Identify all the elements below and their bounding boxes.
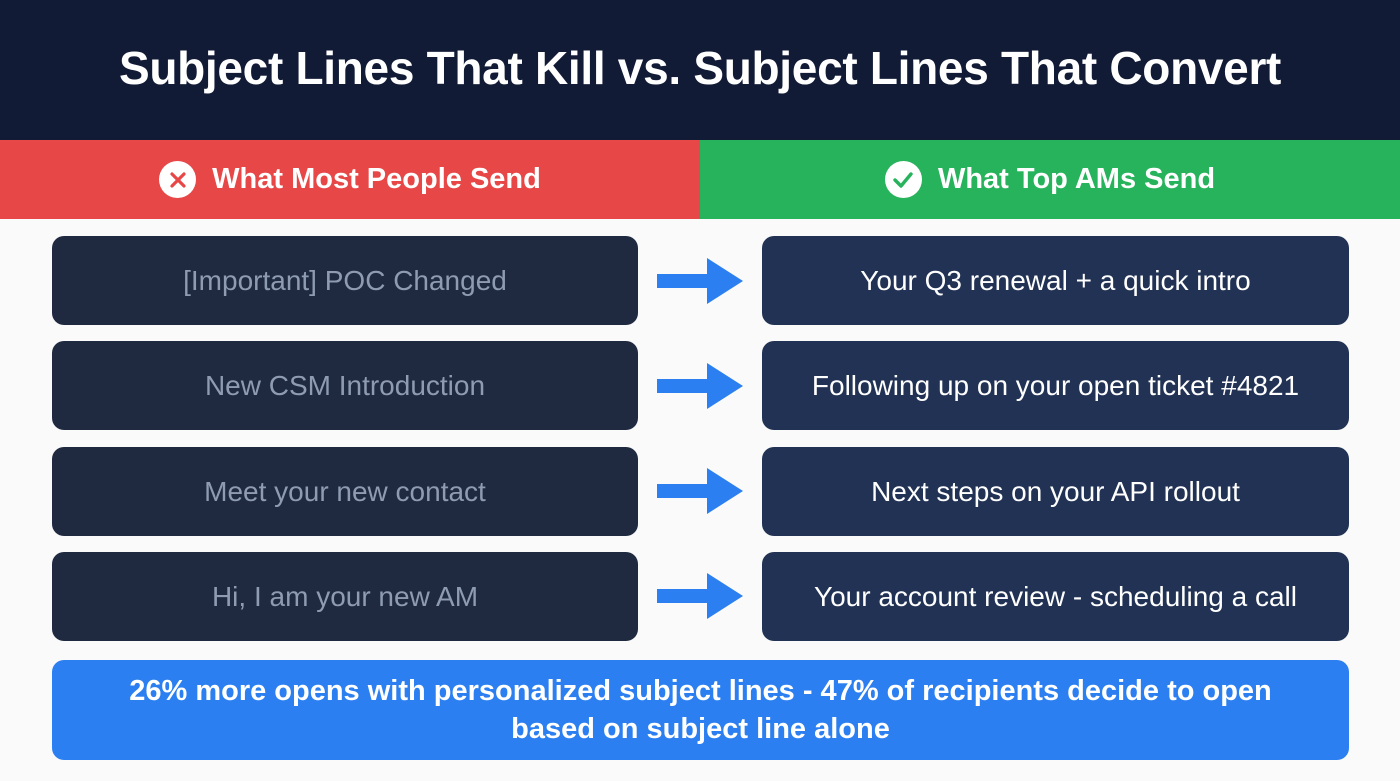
good-subject-text: Next steps on your API rollout: [871, 475, 1240, 507]
arrow-right-icon: [657, 258, 743, 304]
arrow-right-icon: [657, 468, 743, 514]
bad-subject-line: Meet your new contact: [52, 447, 638, 536]
good-subject-text: Your Q3 renewal + a quick intro: [860, 264, 1251, 296]
bad-subject-text: Meet your new contact: [204, 475, 486, 507]
check-circle-icon: [884, 161, 922, 198]
good-subject-text: Your account review - scheduling a call: [813, 580, 1297, 612]
bad-subject-text: Hi, I am your new AM: [211, 580, 479, 612]
bad-subject-text: New CSM Introduction: [204, 369, 486, 401]
title-banner: Subject Lines That Kill vs. Subject Line…: [0, 0, 1400, 140]
bad-subject-line: [Important] POC Changed: [52, 236, 638, 325]
column-header-good: What Top AMs Send: [700, 140, 1400, 219]
arrow-right-icon: [657, 573, 743, 619]
good-subject-line: Next steps on your API rollout: [762, 447, 1349, 536]
arrow-right-icon: [657, 363, 743, 409]
column-header-bad-label: What Most People Send: [212, 163, 541, 195]
bad-subject-text: [Important] POC Changed: [183, 264, 507, 296]
good-subject-line: Following up on your open ticket #4821: [762, 341, 1349, 430]
good-subject-text: Following up on your open ticket #4821: [811, 369, 1300, 401]
bad-subject-line: New CSM Introduction: [52, 341, 638, 430]
stat-callout: 26% more opens with personalized subject…: [52, 660, 1349, 760]
good-subject-line: Your Q3 renewal + a quick intro: [762, 236, 1349, 325]
bad-subject-line: Hi, I am your new AM: [52, 552, 638, 641]
page-title: Subject Lines That Kill vs. Subject Line…: [118, 42, 1282, 94]
column-header-bad: What Most People Send: [0, 140, 700, 219]
column-header-good-label: What Top AMs Send: [937, 163, 1216, 195]
x-circle-icon: [159, 161, 197, 198]
stat-callout-text: 26% more opens with personalized subject…: [129, 675, 1272, 745]
good-subject-line: Your account review - scheduling a call: [762, 552, 1349, 641]
